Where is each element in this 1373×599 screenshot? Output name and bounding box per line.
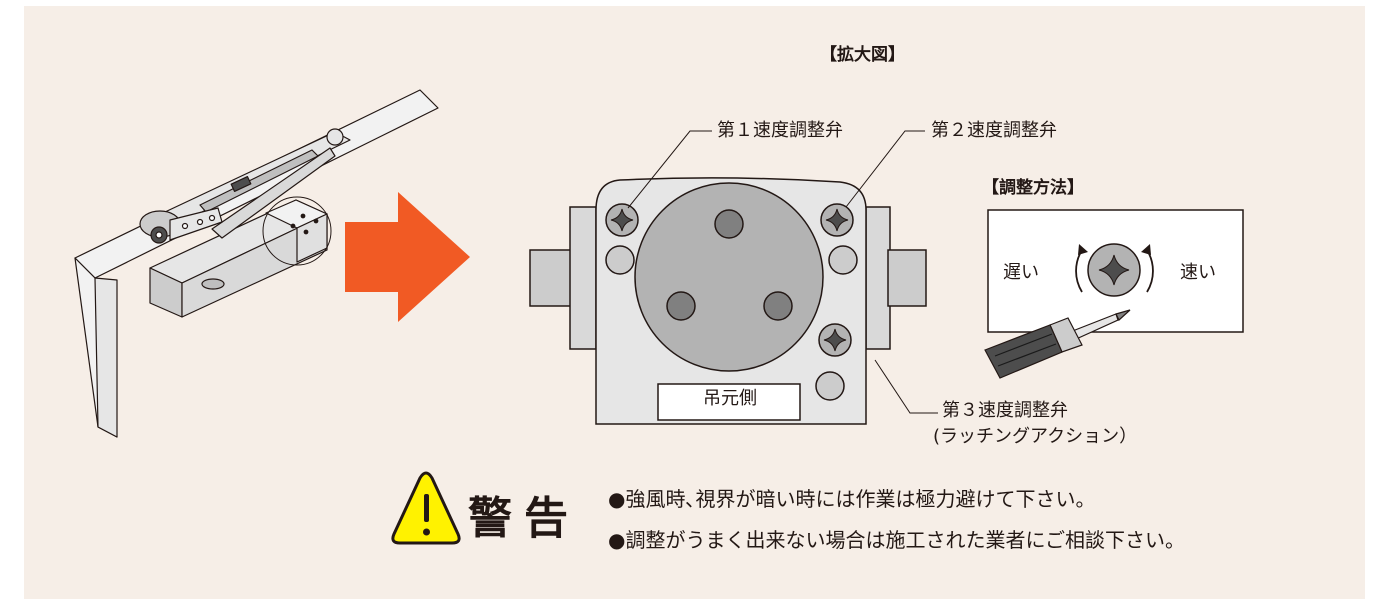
closer-mount-hole	[201, 278, 225, 290]
leader-lines	[627, 130, 938, 414]
valve-3-label: 第３速度調整弁	[942, 400, 1068, 421]
valve-2-label: 第２速度調整弁	[931, 120, 1057, 141]
slow-label: 遅い	[1003, 262, 1039, 283]
fast-label: 速い	[1180, 262, 1216, 283]
adjustment-method-panel	[984, 209, 1244, 379]
hinge-side-box	[657, 383, 801, 421]
warning-title: 警告	[468, 493, 580, 544]
warning-line-1: ●強風時､視界が暗い時には作業は極力避けて下さい。	[608, 487, 1096, 511]
valve-3-sublabel: (ラッチングアクション）	[933, 426, 1138, 447]
screwdriver	[984, 309, 1131, 379]
orange-arrow	[345, 192, 470, 322]
door-closer-installation	[74, 89, 439, 438]
warning-line-2: ●調整がうまく出来ない場合は施工された業者にご相談下さい。	[608, 528, 1186, 552]
valve-1-label: 第１速度調整弁	[717, 120, 843, 141]
closer-body-side	[181, 213, 328, 318]
valve-2	[820, 203, 854, 237]
valve-3	[818, 323, 852, 357]
magnifier-circle	[262, 196, 332, 266]
door-frame-side	[94, 277, 118, 438]
warning-triangle-icon	[391, 471, 461, 545]
adjust-method-title: 【調整方法】	[982, 178, 1084, 198]
valve-1	[605, 203, 639, 237]
hinge-side-label: 吊元側	[703, 388, 757, 409]
enlarged-closer-face	[529, 177, 927, 425]
enlarged-view-title: 【拡大図】	[820, 45, 905, 65]
